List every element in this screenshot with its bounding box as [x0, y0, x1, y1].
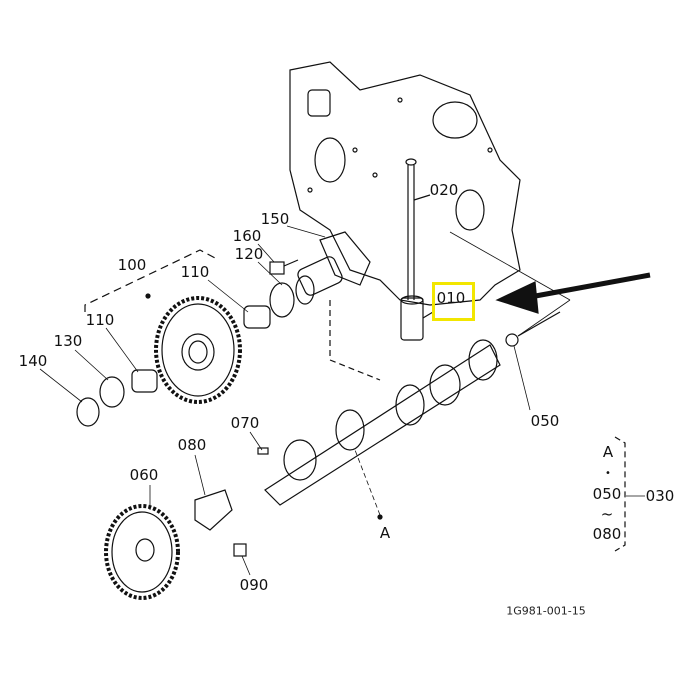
- bolt-160: [269, 259, 299, 275]
- part-label-010[interactable]: 010: [436, 289, 466, 307]
- bushing-110-left: [131, 369, 158, 393]
- legend-to[interactable]: 080: [592, 525, 622, 543]
- thrust-plate: [194, 489, 233, 531]
- idle-gear-shaft: [295, 231, 371, 305]
- thrust-collar-120: [269, 282, 295, 318]
- part-label-050[interactable]: 050: [530, 412, 560, 430]
- part-label-100[interactable]: 100: [117, 256, 147, 274]
- part-label-090[interactable]: 090: [239, 576, 269, 594]
- legend-from[interactable]: 050: [592, 485, 622, 503]
- part-label-030[interactable]: 030: [645, 487, 675, 505]
- legend-ref: A: [602, 443, 614, 461]
- part-label-110-left[interactable]: 110: [85, 311, 115, 329]
- assembly-bracket-100: [84, 249, 216, 312]
- idle-gear: [154, 296, 242, 404]
- collar-130: [99, 376, 125, 408]
- push-rod: [405, 158, 431, 300]
- reference-label-a: A: [379, 524, 391, 542]
- pointer-arrow: [495, 272, 651, 314]
- part-label-140[interactable]: 140: [18, 352, 48, 370]
- part-label-020[interactable]: 020: [429, 181, 459, 199]
- part-label-120[interactable]: 120: [234, 245, 264, 263]
- bushing-110: [243, 305, 271, 329]
- part-label-150[interactable]: 150: [260, 210, 290, 228]
- tappet: [400, 295, 434, 341]
- legend-bracket: [614, 436, 626, 552]
- part-label-110[interactable]: 110: [180, 263, 210, 281]
- leader-lines: [39, 225, 571, 576]
- camshaft: [264, 311, 561, 506]
- legend-range-mark: ~: [600, 505, 614, 523]
- part-label-070[interactable]: 070: [230, 414, 260, 432]
- engine-block: [289, 61, 521, 381]
- part-label-080[interactable]: 080: [177, 436, 207, 454]
- ball-050: [505, 333, 519, 347]
- part-label-130[interactable]: 130: [53, 332, 83, 350]
- drawing-code: 1G981-001-15: [506, 604, 586, 618]
- part-label-160[interactable]: 160: [232, 227, 262, 245]
- bolt-090: [233, 543, 247, 557]
- part-label-060[interactable]: 060: [129, 466, 159, 484]
- snap-ring-140: [76, 397, 100, 427]
- legend-dot: •: [605, 468, 611, 479]
- highlight-box: [432, 282, 475, 321]
- key-070: [257, 447, 269, 455]
- cam-gear: [104, 504, 180, 600]
